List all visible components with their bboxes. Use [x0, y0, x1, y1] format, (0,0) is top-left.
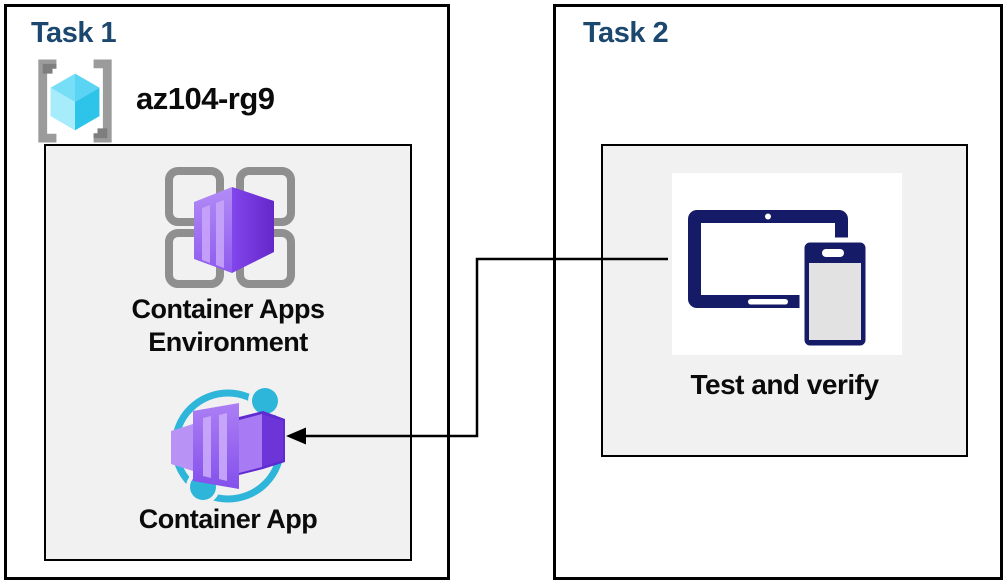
- test-and-verify-label: Test and verify: [690, 369, 879, 400]
- container-apps-environment-label: Container Apps Environment: [131, 294, 325, 357]
- tablet-phone-icon: [688, 210, 871, 351]
- test-box: Test and verify: [601, 144, 968, 457]
- resource-group-icon: [38, 59, 112, 143]
- task2-title: Task 2: [583, 17, 669, 49]
- environment-box: Container Apps Environment: [44, 144, 412, 561]
- resource-group-name: az104-rg9: [136, 81, 275, 116]
- container-app-label: Container App: [138, 504, 318, 534]
- task2-box: Task 2 Test and verify: [553, 4, 1003, 580]
- task1-title: Task 1: [31, 17, 117, 49]
- task1-box: Task 1 az104-rg9: [4, 4, 450, 580]
- container-app-icon: [171, 386, 285, 504]
- container-apps-environment-icon: [165, 167, 295, 288]
- device-plate: [672, 173, 902, 355]
